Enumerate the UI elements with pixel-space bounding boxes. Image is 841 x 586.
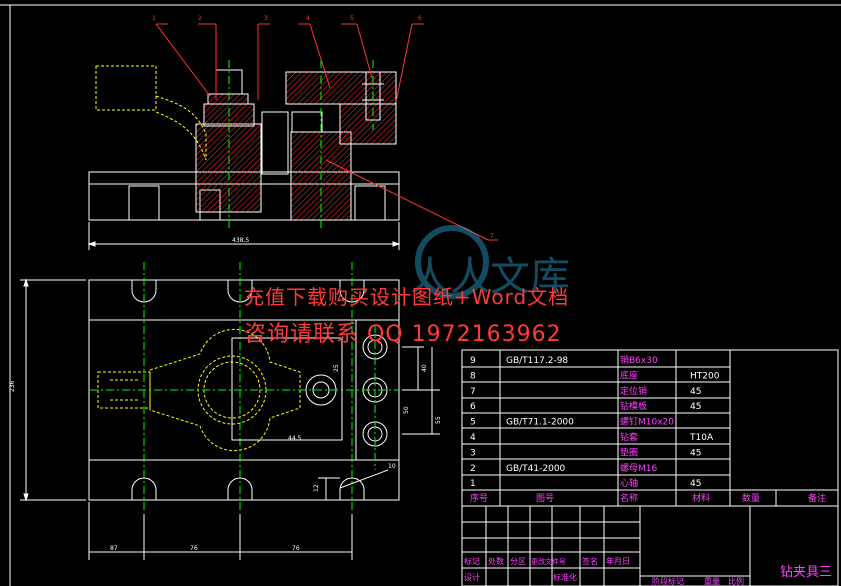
- balloon-6: 6: [418, 15, 422, 22]
- sheet-border: [0, 4, 841, 586]
- parts-cell-name: 垫圈: [620, 446, 638, 458]
- parts-cell-std: GB/T41-2000: [506, 464, 566, 474]
- tb-stage: 阶段标记: [652, 576, 684, 586]
- parts-cell-material: 45: [690, 479, 701, 489]
- header-name: 名称: [620, 492, 638, 504]
- parts-cell-material: 45: [690, 448, 701, 458]
- clamp-arm: [95, 65, 157, 111]
- parts-cell-no: 2: [470, 464, 476, 474]
- parts-cell-name: 螺母M16: [620, 463, 657, 474]
- balloon-labels: 1 2 3 4 5 6 7: [152, 15, 494, 240]
- parts-cell-name: 钻套: [620, 431, 638, 443]
- parts-cell-no: 6: [470, 402, 476, 412]
- parts-cell-name: 心轴: [620, 477, 638, 489]
- plan-height-dimension: 236: [9, 380, 16, 392]
- right-dimension-2: 50: [403, 406, 410, 414]
- header-note: 备注: [808, 492, 826, 504]
- balloon-1: 1: [152, 15, 156, 22]
- right-dimension-1: 40: [421, 364, 428, 372]
- drawing-title: 钻夹具三: [780, 565, 833, 580]
- small-dimension-2: 12: [313, 484, 320, 492]
- watermark-line-1: 充值下载购买设计图纸+Word文档: [244, 285, 570, 309]
- title-block-labels: 标记 处数 分区 更改文件号 签名 年月日 设计 标准化 阶段标记 重量 比例: [464, 556, 744, 586]
- balloon-7: 7: [490, 233, 494, 240]
- tb-sign: 签名: [582, 556, 598, 566]
- parts-cell-no: 9: [470, 356, 476, 366]
- parts-cell-name: 底座: [620, 369, 638, 381]
- parts-cell-name: 钻模板: [620, 400, 647, 412]
- parts-cell-no: 7: [470, 387, 476, 397]
- balloon-3: 3: [264, 15, 268, 22]
- small-dimension-1: 10: [388, 463, 396, 470]
- balloon-4: 4: [306, 15, 310, 22]
- tb-change-doc: 更改文件号: [531, 557, 566, 566]
- parts-list-rows: 9 GB/T117.2-98 销B6x30 8 底座 HT200 7 定位销 45 6 钻模板 45 5…: [470, 354, 720, 489]
- tb-weight: 重量: [704, 576, 720, 586]
- plan-clamp-arm: [149, 328, 301, 452]
- balloon-5: 5: [350, 15, 354, 22]
- parts-cell-material: HT200: [690, 371, 720, 381]
- header-qty: 数量: [742, 492, 760, 504]
- watermark-logo-text: 人人文库: [410, 254, 570, 300]
- parts-cell-name: 螺钉M10x20: [620, 417, 674, 428]
- parts-cell-no: 5: [470, 418, 476, 428]
- plan-view: [20, 262, 440, 560]
- header-no: 序号: [470, 492, 488, 504]
- leader-lines: [155, 23, 498, 241]
- parts-list-table: [461, 349, 839, 507]
- tb-design: 设计: [464, 572, 480, 582]
- header-material: 材料: [692, 492, 710, 504]
- parts-cell-no: 1: [470, 479, 476, 489]
- parts-cell-material: T10A: [689, 433, 714, 443]
- parts-cell-std: GB/T71.1-2000: [506, 418, 574, 428]
- parts-cell-name: 销B6x30: [620, 354, 658, 366]
- plan-outline: [88, 279, 400, 501]
- parts-cell-no: 4: [470, 433, 476, 443]
- right-dimension-3: 55: [435, 416, 442, 424]
- tb-standardize: 标准化: [553, 572, 577, 582]
- tb-zone: 分区: [510, 557, 526, 566]
- watermark-logo: 人人文库: [410, 225, 570, 300]
- parts-cell-std: GB/T117.2-98: [506, 356, 568, 366]
- arm-dimension: 44.5: [288, 435, 302, 442]
- tb-scale: 比例: [728, 576, 744, 586]
- title-block: [461, 505, 839, 586]
- tb-mark: 标记: [464, 556, 480, 566]
- parts-list-header: 序号 图号 名称 材料 数量 备注: [470, 492, 826, 504]
- front-view: [87, 60, 401, 250]
- parts-cell-material: 45: [690, 387, 701, 397]
- parts-cell-no: 3: [470, 448, 476, 458]
- plan-dimension-labels: 236 87 76 76 40 50 55 10 12 44.5 25: [9, 364, 442, 552]
- bottom-dimension-2: 76: [190, 545, 198, 552]
- header-std: 图号: [536, 493, 554, 504]
- tb-count: 处数: [488, 556, 504, 566]
- front-width-dimension: 438.5: [232, 237, 249, 244]
- parts-cell-no: 8: [470, 371, 476, 381]
- watermark-line-2: 咨询请联系 QQ 1972163962: [244, 322, 562, 347]
- parts-cell-name: 定位销: [620, 385, 647, 397]
- parts-cell-material: 45: [690, 402, 701, 412]
- bottom-dimension-3: 76: [292, 545, 300, 552]
- pin-dimension: 25: [333, 364, 340, 372]
- tb-date: 年月日: [606, 556, 630, 566]
- bottom-dimension-1: 87: [110, 545, 118, 552]
- balloon-2: 2: [198, 15, 202, 22]
